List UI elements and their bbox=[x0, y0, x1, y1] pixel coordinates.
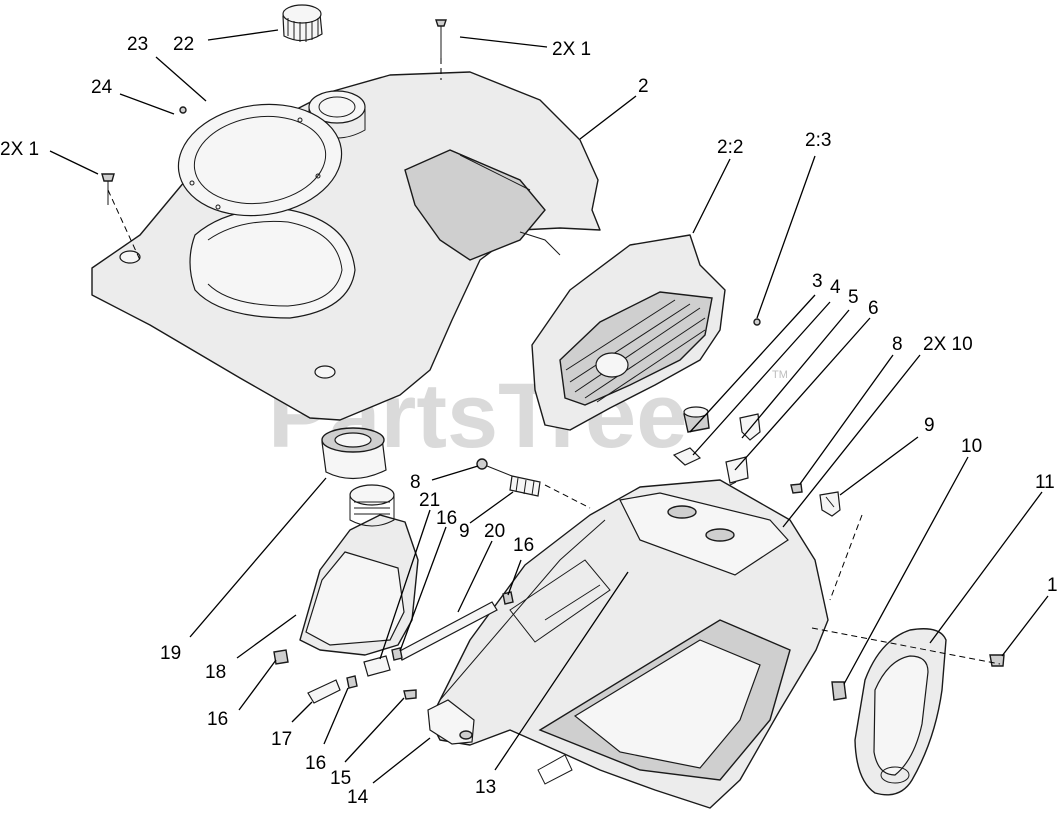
clip-part-16-c[interactable] bbox=[273, 649, 289, 665]
screw-part-15[interactable] bbox=[403, 689, 417, 700]
callout-2x10: 2X 10 bbox=[923, 334, 973, 355]
end-cover-part-11[interactable] bbox=[854, 628, 947, 796]
seal-ring-part-19[interactable] bbox=[321, 427, 387, 480]
assembly-axis-lines bbox=[107, 58, 1001, 665]
gasket-ring-part-23[interactable] bbox=[171, 94, 349, 226]
callout-2x1-left: 2X 1 bbox=[0, 139, 39, 160]
callout-24: 24 bbox=[91, 77, 113, 98]
washer-part-4[interactable] bbox=[672, 447, 702, 466]
callout-22: 22 bbox=[173, 34, 194, 55]
clip-part-16-a[interactable] bbox=[391, 647, 403, 661]
callout-16-d: 16 bbox=[305, 753, 326, 774]
callout-4: 4 bbox=[830, 277, 841, 298]
callout-15: 15 bbox=[330, 768, 351, 789]
callout-23: 23 bbox=[127, 34, 148, 55]
callout-2: 2 bbox=[638, 76, 649, 97]
screw-left-part-1[interactable] bbox=[101, 173, 115, 205]
bracket-part-14[interactable] bbox=[427, 699, 475, 745]
clip-part-16-d[interactable] bbox=[346, 675, 358, 689]
clamp-left-part-9[interactable] bbox=[509, 475, 541, 497]
grommet-part-3[interactable] bbox=[683, 406, 710, 433]
callout-20: 20 bbox=[484, 521, 505, 542]
callout-5: 5 bbox=[848, 287, 859, 308]
callout-2-3: 2:3 bbox=[805, 130, 831, 151]
callout-10: 10 bbox=[961, 436, 982, 457]
callout-16-c: 16 bbox=[207, 709, 228, 730]
callout-9-left: 9 bbox=[459, 521, 470, 542]
grille-cover-part-2-2[interactable] bbox=[531, 234, 761, 431]
bolt-right-part-8[interactable] bbox=[790, 483, 803, 494]
callout-16-b: 16 bbox=[513, 535, 534, 556]
lower-housing-part-13[interactable] bbox=[429, 479, 829, 809]
callout-17: 17 bbox=[271, 729, 292, 750]
nut-part-10[interactable] bbox=[831, 681, 847, 701]
callout-14: 14 bbox=[347, 787, 369, 808]
fuel-cap-part-22[interactable] bbox=[282, 4, 323, 42]
callout-6: 6 bbox=[868, 298, 879, 319]
callout-18: 18 bbox=[205, 662, 226, 683]
fuel-filter-part-21[interactable] bbox=[363, 655, 391, 677]
callout-11: 11 bbox=[1035, 472, 1055, 493]
leader-lines bbox=[49, 29, 1049, 784]
callout-2-2: 2:2 bbox=[717, 137, 743, 158]
callout-13: 13 bbox=[475, 777, 496, 798]
callout-8-right: 8 bbox=[892, 334, 903, 355]
screw-part-1-right[interactable] bbox=[989, 654, 1005, 667]
callout-1: 1 bbox=[1047, 575, 1058, 596]
callout-8-left: 8 bbox=[410, 472, 421, 493]
callout-21: 21 bbox=[419, 490, 440, 511]
fuel-tank-part-18[interactable] bbox=[299, 484, 419, 656]
callout-16-a: 16 bbox=[436, 508, 457, 529]
callout-9-right: 9 bbox=[924, 415, 935, 436]
elbow-hose-part-17[interactable] bbox=[307, 679, 341, 704]
watermark-trademark: TM bbox=[772, 369, 788, 381]
screw-top-part-1[interactable] bbox=[435, 19, 447, 58]
bolt-left-part-8[interactable] bbox=[476, 458, 513, 477]
clamp-right-part-9[interactable] bbox=[819, 491, 841, 517]
callout-2x1-top: 2X 1 bbox=[552, 39, 591, 60]
callout-19: 19 bbox=[160, 643, 181, 664]
callout-3: 3 bbox=[812, 271, 823, 292]
screw-part-24[interactable] bbox=[179, 106, 187, 114]
callout-labels: 2X 1 22 23 24 2X 1 2 2:2 2:3 3 4 5 6 8 2… bbox=[0, 34, 1058, 808]
